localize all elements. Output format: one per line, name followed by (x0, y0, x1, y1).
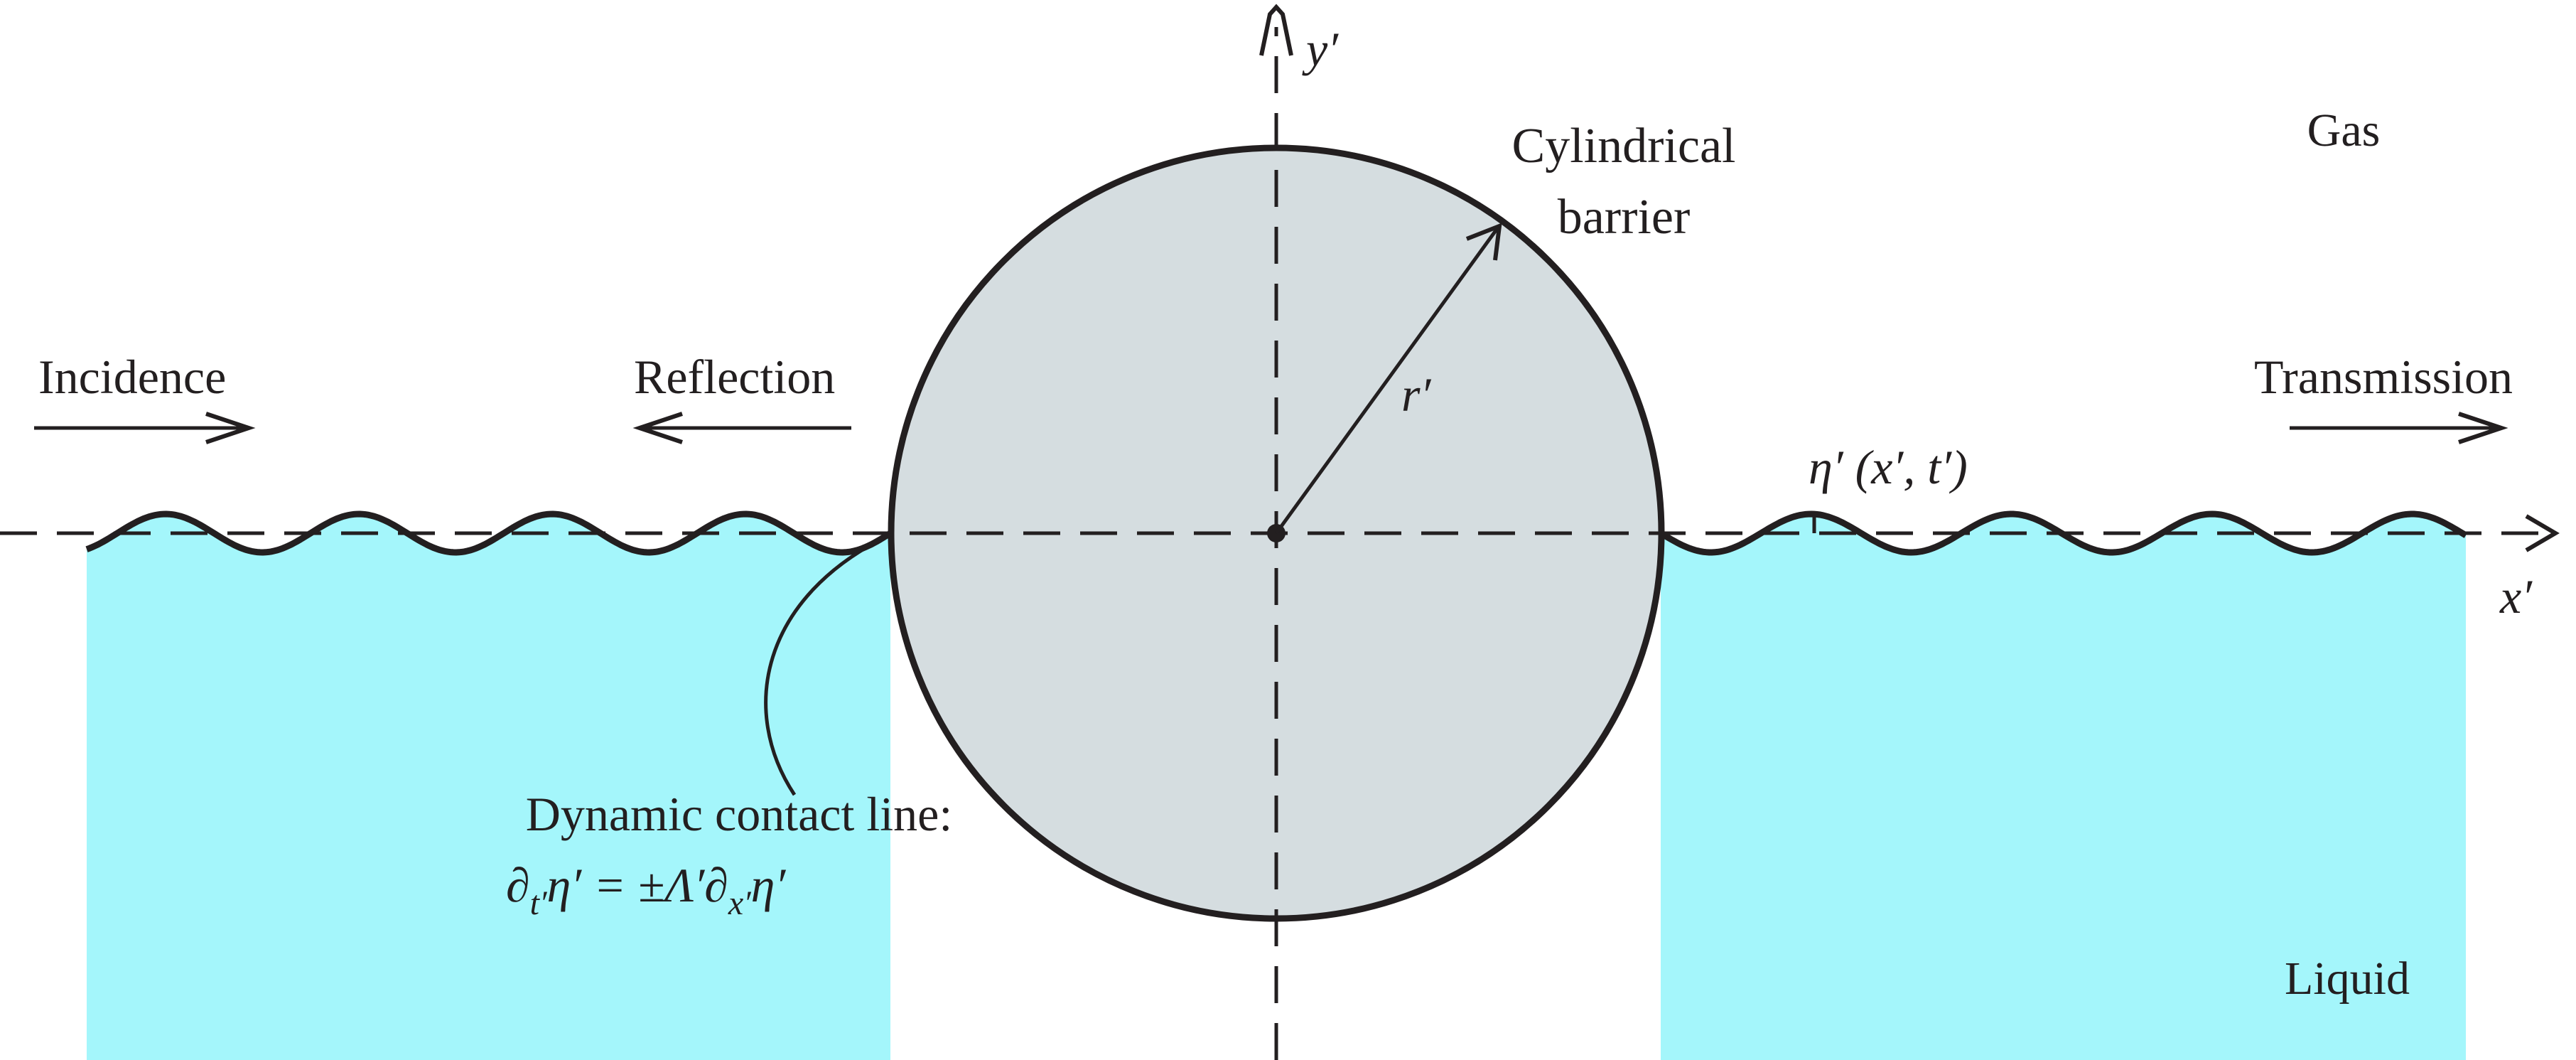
incidence-label: Incidence (38, 350, 226, 404)
eq-sub-t: t′ (530, 884, 548, 922)
reflection-label: Reflection (634, 350, 835, 404)
transmission-arrowhead (2458, 412, 2508, 444)
y-axis-label: y′ (1302, 22, 1339, 76)
contact-line-equation: ∂t′η′ = ±Λ′∂x′η′ (506, 858, 786, 922)
eq-end: η′ (751, 858, 787, 912)
radius-arrowhead (1465, 223, 1502, 261)
eq-sub-x: x′ (728, 884, 752, 922)
liquid-region-right (1661, 514, 2466, 1060)
gas-label: Gas (2307, 105, 2381, 156)
x-axis-arrowhead (2525, 514, 2560, 552)
transmission-label: Transmission (2254, 350, 2513, 404)
liquid-label: Liquid (2285, 953, 2410, 1005)
barrier-label-line2: barrier (1558, 190, 1691, 245)
contact-line-title: Dynamic contact line: (526, 787, 952, 841)
eq-partial-t: ∂ (506, 858, 530, 912)
contact-line-pointer (764, 532, 892, 796)
reflection-arrowhead (632, 412, 683, 444)
incidence-arrowhead (205, 412, 256, 444)
x-axis-label: x′ (2499, 569, 2533, 623)
radius-arrow-line (1274, 226, 1500, 535)
radius-label: r′ (1401, 368, 1431, 422)
y-axis-arrowhead (1259, 4, 1293, 56)
surface-elevation-label: η′ (x′, t′) (1809, 440, 1968, 494)
barrier-label-line1: Cylindrical (1512, 119, 1736, 173)
free-surface-left (85, 510, 893, 556)
eq-middle: η′ = ±Λ′∂ (546, 858, 728, 912)
liquid-region-left (87, 514, 890, 1060)
